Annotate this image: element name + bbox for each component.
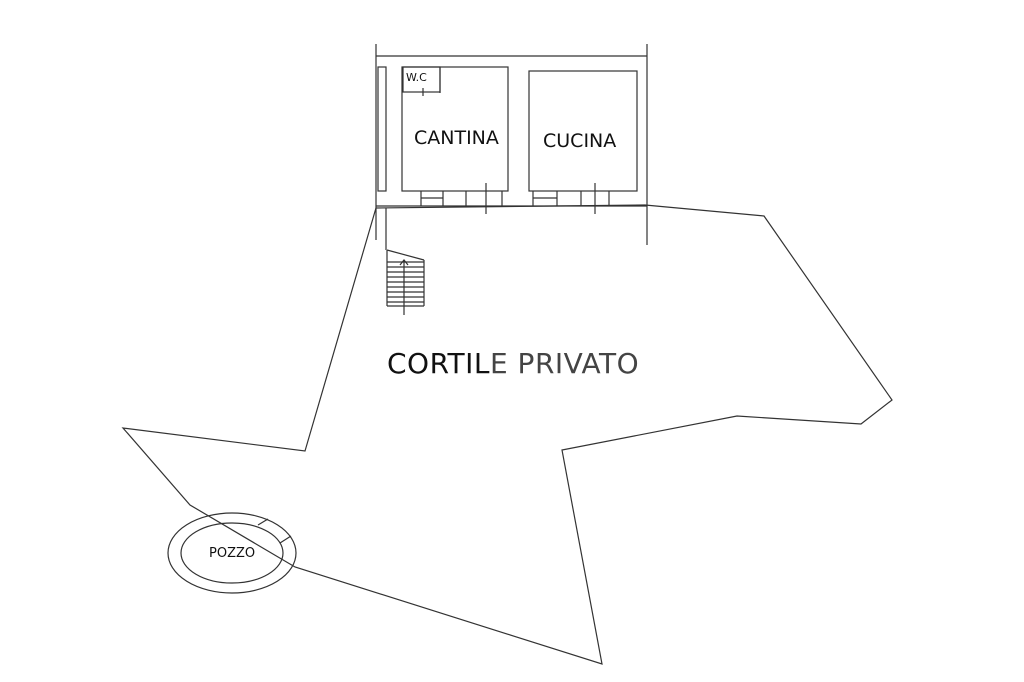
cantina-openings bbox=[420, 183, 503, 214]
cucina-room bbox=[528, 70, 638, 192]
cucina-label: CUCINA bbox=[543, 130, 617, 152]
cantina-label: CANTINA bbox=[414, 127, 499, 149]
courtyard-label: CORTILE PRIVATO bbox=[387, 347, 639, 380]
wc-label: W.C bbox=[406, 71, 427, 84]
well bbox=[167, 512, 297, 594]
courtyard-outline bbox=[121, 204, 893, 665]
cucina-openings bbox=[532, 183, 610, 214]
cantina-room bbox=[401, 66, 509, 192]
well-label: POZZO bbox=[209, 546, 256, 561]
courtyard-label-light: E PRIVATO bbox=[489, 347, 640, 380]
courtyard-label-dark: CORTIL bbox=[387, 347, 490, 380]
stairs bbox=[385, 208, 425, 315]
